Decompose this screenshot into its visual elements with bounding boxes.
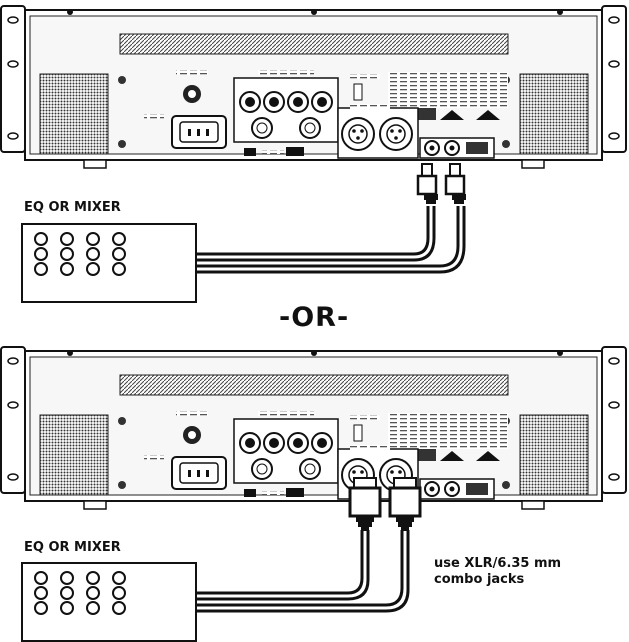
rca-plug-left <box>416 163 438 204</box>
xlr-plug-left <box>348 477 382 531</box>
rca-plug-right <box>444 163 466 204</box>
eq-mixer-box-top <box>21 223 197 303</box>
rca-cable-pair <box>196 206 466 274</box>
combo-jack-note-line2: combo jacks <box>434 572 525 587</box>
eq-mixer-label-bottom: EQ OR MIXER <box>24 540 121 555</box>
or-divider-label: -OR- <box>279 302 350 333</box>
eq-mixer-label-top: EQ OR MIXER <box>24 200 121 215</box>
xlr-cable-pair <box>196 530 410 613</box>
amplifier-rear-panel-bottom <box>0 346 627 510</box>
combo-jack-note-line1: use XLR/6.35 mm <box>434 556 562 571</box>
amplifier-rear-panel-top <box>0 5 627 169</box>
eq-mixer-box-bottom <box>21 562 197 642</box>
xlr-plug-right <box>388 477 422 531</box>
combo-jack-note: use XLR/6.35 mm combo jacks <box>434 556 561 588</box>
